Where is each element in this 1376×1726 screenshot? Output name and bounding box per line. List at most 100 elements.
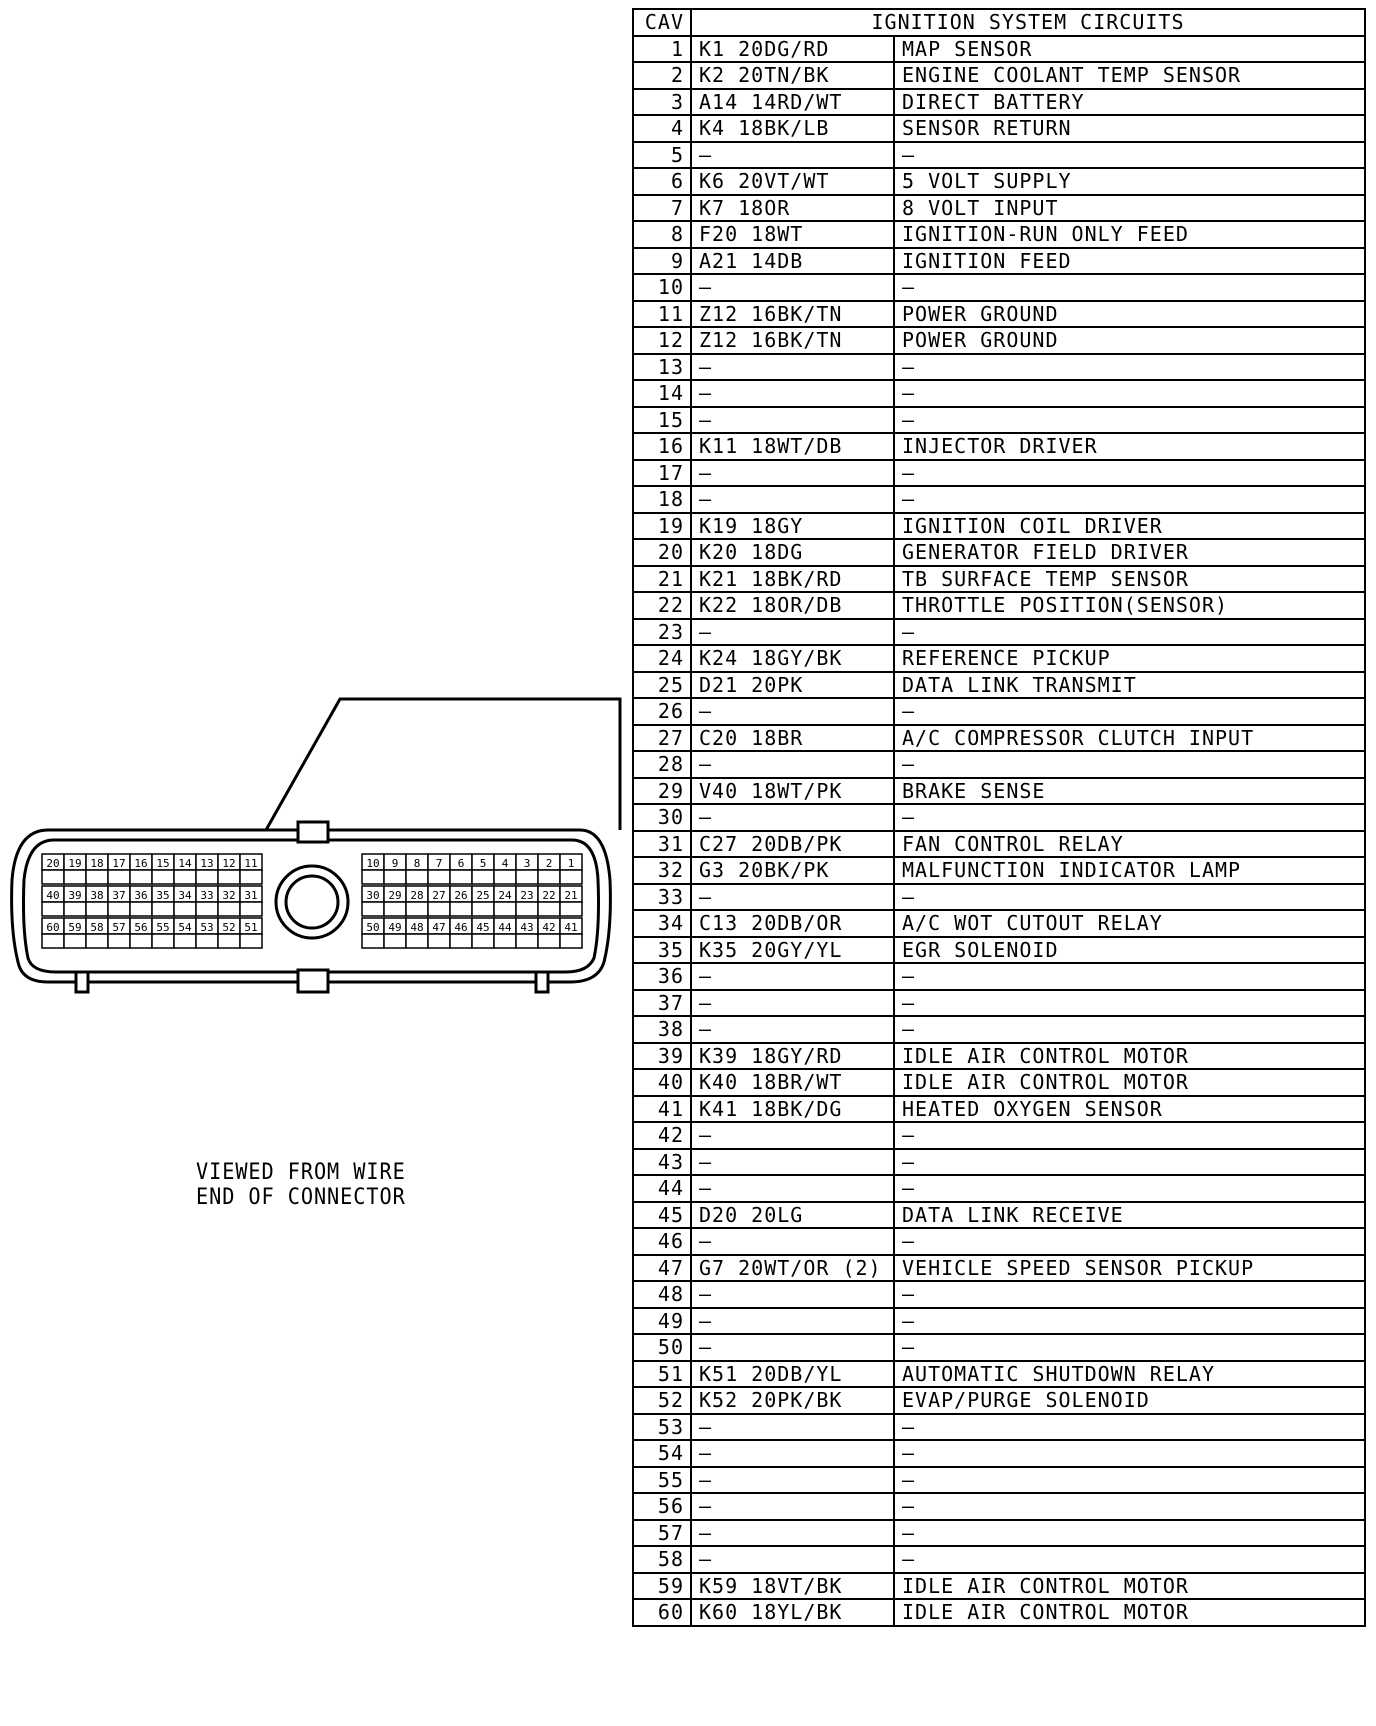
function-cell: IGNITION FEED bbox=[892, 246, 1367, 275]
connector-pin-7: 7 bbox=[427, 853, 451, 885]
function-cell: HEATED OXYGEN SENSOR bbox=[892, 1094, 1367, 1123]
wire-cell: K19 18GY bbox=[690, 511, 895, 540]
cav-cell: 21 bbox=[632, 564, 692, 593]
pin-number: 43 bbox=[520, 921, 533, 934]
header-title: IGNITION SYSTEM CIRCUITS bbox=[689, 8, 1367, 37]
function-cell: DIRECT BATTERY bbox=[892, 87, 1367, 116]
cav-cell: 57 bbox=[632, 1518, 692, 1547]
pin-number: 39 bbox=[68, 889, 81, 902]
wire-cell: — bbox=[690, 962, 895, 991]
table-row: 23—— bbox=[632, 617, 1367, 646]
pin-cavity bbox=[41, 901, 65, 917]
table-row: 58—— bbox=[632, 1545, 1367, 1574]
connector-pin-22: 22 bbox=[537, 885, 561, 917]
cav-cell: 42 bbox=[632, 1121, 692, 1150]
function-cell: — bbox=[892, 140, 1367, 169]
wire-cell: D20 20LG bbox=[690, 1200, 895, 1229]
table-row: 42—— bbox=[632, 1121, 1367, 1150]
connector-outer-body bbox=[10, 828, 612, 984]
pin-number: 22 bbox=[542, 889, 555, 902]
wire-cell: K35 20GY/YL bbox=[690, 935, 895, 964]
connector-pin-41: 41 bbox=[559, 917, 583, 949]
table-header-row: CAV IGNITION SYSTEM CIRCUITS bbox=[632, 8, 1367, 37]
pin-cavity bbox=[559, 869, 583, 885]
function-cell: IDLE AIR CONTROL MOTOR bbox=[892, 1571, 1367, 1600]
pin-cavity bbox=[85, 933, 109, 949]
pin-number: 1 bbox=[568, 857, 575, 870]
function-cell: GENERATOR FIELD DRIVER bbox=[892, 538, 1367, 567]
table-row: 55—— bbox=[632, 1465, 1367, 1494]
table-row: 18—— bbox=[632, 485, 1367, 514]
connector-pin-13: 13 bbox=[195, 853, 219, 885]
pin-number: 52 bbox=[222, 921, 235, 934]
function-cell: 8 VOLT INPUT bbox=[892, 193, 1367, 222]
wire-cell: — bbox=[690, 1015, 895, 1044]
wire-cell: K39 18GY/RD bbox=[690, 1041, 895, 1070]
function-cell: — bbox=[892, 1439, 1367, 1468]
pin-number: 16 bbox=[134, 857, 147, 870]
pin-number: 42 bbox=[542, 921, 555, 934]
cav-cell: 8 bbox=[632, 220, 692, 249]
function-cell: — bbox=[892, 962, 1367, 991]
function-cell: — bbox=[892, 273, 1367, 302]
pin-number: 2 bbox=[546, 857, 553, 870]
cav-cell: 22 bbox=[632, 591, 692, 620]
pin-number: 26 bbox=[454, 889, 467, 902]
cav-cell: 49 bbox=[632, 1306, 692, 1335]
connector-caption: VIEWED FROM WIRE END OF CONNECTOR bbox=[196, 1160, 406, 1210]
cav-cell: 53 bbox=[632, 1412, 692, 1441]
cav-cell: 17 bbox=[632, 458, 692, 487]
pin-cavity bbox=[63, 869, 87, 885]
pin-cavity bbox=[217, 933, 241, 949]
function-cell: EVAP/PURGE SOLENOID bbox=[892, 1386, 1367, 1415]
wire-cell: — bbox=[690, 988, 895, 1017]
function-cell: REFERENCE PICKUP bbox=[892, 644, 1367, 673]
pin-number: 17 bbox=[112, 857, 125, 870]
pin-number: 15 bbox=[156, 857, 169, 870]
table-row: 38—— bbox=[632, 1015, 1367, 1044]
function-cell: POWER GROUND bbox=[892, 326, 1367, 355]
caption-line-2: END OF CONNECTOR bbox=[196, 1185, 406, 1210]
pin-cavity bbox=[85, 901, 109, 917]
wire-cell: — bbox=[690, 1306, 895, 1335]
table-row: 57—— bbox=[632, 1518, 1367, 1547]
connector-pin-1: 1 bbox=[559, 853, 583, 885]
cav-cell: 50 bbox=[632, 1333, 692, 1362]
pin-cavity bbox=[559, 901, 583, 917]
pin-number: 33 bbox=[200, 889, 213, 902]
connector-pin-40: 40 bbox=[41, 885, 65, 917]
cav-cell: 24 bbox=[632, 644, 692, 673]
function-cell: — bbox=[892, 1518, 1367, 1547]
pin-cavity bbox=[471, 901, 495, 917]
pin-cavity bbox=[129, 869, 153, 885]
connector-center-post-outer bbox=[274, 864, 350, 940]
pin-cavity bbox=[361, 933, 385, 949]
connector-pin-49: 49 bbox=[383, 917, 407, 949]
connector-pin-31: 31 bbox=[239, 885, 263, 917]
connector-pin-27: 27 bbox=[427, 885, 451, 917]
wire-cell: K51 20DB/YL bbox=[690, 1359, 895, 1388]
function-cell: — bbox=[892, 1015, 1367, 1044]
pin-number: 27 bbox=[432, 889, 445, 902]
table-row: 13—— bbox=[632, 352, 1367, 381]
wire-cell: — bbox=[690, 1227, 895, 1256]
cav-cell: 45 bbox=[632, 1200, 692, 1229]
pin-number: 38 bbox=[90, 889, 103, 902]
pin-number: 23 bbox=[520, 889, 533, 902]
cav-cell: 1 bbox=[632, 34, 692, 63]
cav-cell: 43 bbox=[632, 1147, 692, 1176]
pin-number: 45 bbox=[476, 921, 489, 934]
function-cell: IDLE AIR CONTROL MOTOR bbox=[892, 1068, 1367, 1097]
wire-cell: — bbox=[690, 1545, 895, 1574]
cav-cell: 35 bbox=[632, 935, 692, 964]
connector-pin-32: 32 bbox=[217, 885, 241, 917]
table-row: 48—— bbox=[632, 1280, 1367, 1309]
wire-cell: K4 18BK/LB bbox=[690, 114, 895, 143]
function-cell: — bbox=[892, 1174, 1367, 1203]
cav-cell: 29 bbox=[632, 776, 692, 805]
